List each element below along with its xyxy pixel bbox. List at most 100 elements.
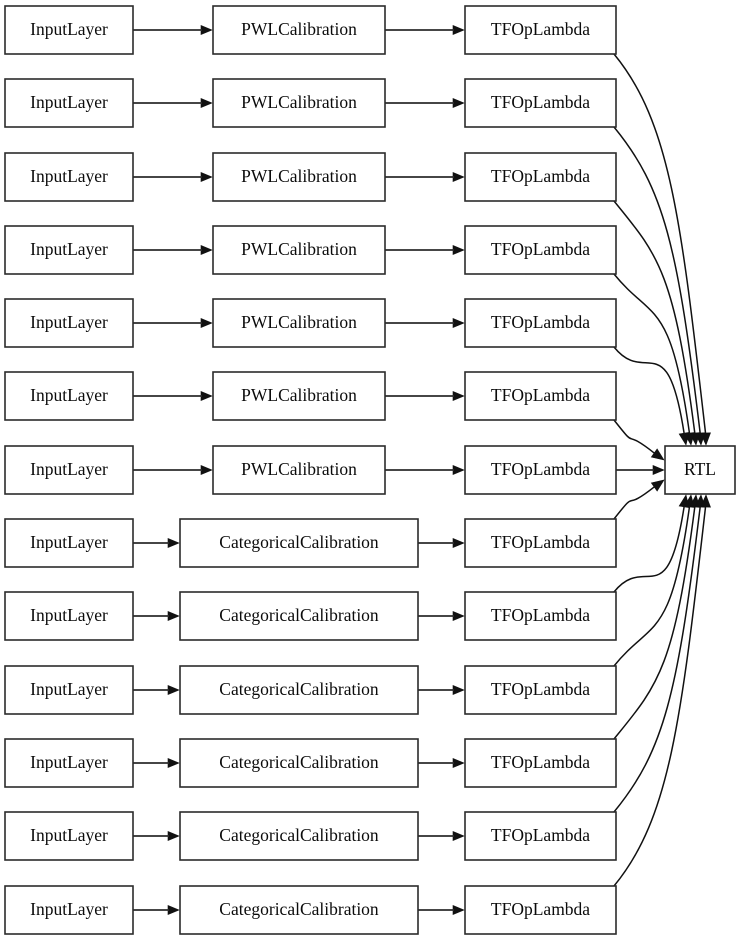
node-tfoplambda-3[interactable]: TFOpLambda [464, 225, 617, 275]
node-tfoplambda-5[interactable]: TFOpLambda [464, 371, 617, 421]
edge-lambda-to-rtl-8-shaft [613, 506, 685, 593]
node-calibration-0[interactable]: PWLCalibration [212, 5, 386, 55]
edge-calibration-to-lambda-1-arrowhead [452, 98, 465, 108]
node-input-layer-8-label: InputLayer [30, 605, 108, 625]
edge-input-to-calibration-3-arrowhead [200, 245, 213, 255]
node-tfoplambda-12[interactable]: TFOpLambda [464, 885, 617, 935]
node-calibration-10[interactable]: CategoricalCalibration [179, 738, 419, 788]
edge-calibration-to-lambda-0-arrowhead [452, 25, 465, 35]
node-input-layer-8[interactable]: InputLayer [4, 591, 134, 641]
node-input-layer-9-label: InputLayer [30, 679, 108, 699]
node-calibration-1-label: PWLCalibration [241, 92, 357, 112]
edge-input-to-calibration-1-arrowhead [200, 98, 213, 108]
edge-input-to-calibration-4-arrowhead [200, 318, 213, 328]
node-input-layer-5[interactable]: InputLayer [4, 371, 134, 421]
node-calibration-3[interactable]: PWLCalibration [212, 225, 386, 275]
node-tfoplambda-2[interactable]: TFOpLambda [464, 152, 617, 202]
node-calibration-0-label: PWLCalibration [241, 19, 357, 39]
edge-lambda-to-rtl-4-arrowhead [678, 431, 690, 446]
edge-calibration-to-lambda-12-arrowhead [452, 905, 465, 915]
node-calibration-11[interactable]: CategoricalCalibration [179, 811, 419, 861]
node-calibration-1[interactable]: PWLCalibration [212, 78, 386, 128]
node-tfoplambda-9[interactable]: TFOpLambda [464, 665, 617, 715]
node-input-layer-9[interactable]: InputLayer [4, 665, 134, 715]
edge-lambda-to-rtl-11 [613, 494, 706, 813]
node-tfoplambda-9-label: TFOpLambda [491, 679, 590, 699]
node-input-layer-3-label: InputLayer [30, 239, 108, 259]
edge-input-to-calibration-9-arrowhead [167, 685, 180, 695]
node-tfoplambda-0[interactable]: TFOpLambda [464, 5, 617, 55]
edge-calibration-to-lambda-3-arrowhead [452, 245, 465, 255]
node-tfoplambda-1-label: TFOpLambda [491, 92, 590, 112]
node-tfoplambda-11[interactable]: TFOpLambda [464, 811, 617, 861]
node-input-layer-11[interactable]: InputLayer [4, 811, 134, 861]
node-calibration-6[interactable]: PWLCalibration [212, 445, 386, 495]
node-rtl-output[interactable]: RTL [664, 445, 736, 495]
node-tfoplambda-8-box [464, 591, 617, 641]
node-input-layer-1[interactable]: InputLayer [4, 78, 134, 128]
node-calibration-11-box [179, 811, 419, 861]
node-calibration-5-label: PWLCalibration [241, 385, 357, 405]
node-calibration-7-box [179, 518, 419, 568]
edge-lambda-to-rtl-5-shaft [613, 419, 655, 454]
edge-input-to-calibration-2-arrowhead [200, 172, 213, 182]
node-input-layer-0[interactable]: InputLayer [4, 5, 134, 55]
node-calibration-5-box [212, 371, 386, 421]
node-input-layer-4[interactable]: InputLayer [4, 298, 134, 348]
node-input-layer-3[interactable]: InputLayer [4, 225, 134, 275]
node-input-layer-10[interactable]: InputLayer [4, 738, 134, 788]
node-calibration-4-label: PWLCalibration [241, 312, 357, 332]
edge-lambda-to-rtl-5-arrowhead [650, 448, 665, 461]
node-calibration-6-label: PWLCalibration [241, 459, 357, 479]
node-input-layer-6-box [4, 445, 134, 495]
node-calibration-7-label: CategoricalCalibration [219, 532, 379, 552]
node-input-layer-12[interactable]: InputLayer [4, 885, 134, 935]
node-calibration-12[interactable]: CategoricalCalibration [179, 885, 419, 935]
edge-lambda-to-rtl-12 [613, 494, 711, 887]
node-tfoplambda-9-box [464, 665, 617, 715]
node-tfoplambda-6[interactable]: TFOpLambda [464, 445, 617, 495]
node-input-layer-12-box [4, 885, 134, 935]
edge-calibration-to-lambda-5-arrowhead [452, 391, 465, 401]
edge-input-to-calibration-0-arrowhead [200, 25, 213, 35]
edge-input-to-calibration-11-arrowhead [167, 831, 180, 841]
node-input-layer-2-label: InputLayer [30, 166, 108, 186]
node-input-layer-8-box [4, 591, 134, 641]
node-calibration-2[interactable]: PWLCalibration [212, 152, 386, 202]
node-tfoplambda-12-label: TFOpLambda [491, 899, 590, 919]
node-input-layer-4-box [4, 298, 134, 348]
node-tfoplambda-3-box [464, 225, 617, 275]
node-tfoplambda-10[interactable]: TFOpLambda [464, 738, 617, 788]
node-tfoplambda-1[interactable]: TFOpLambda [464, 78, 617, 128]
edge-calibration-to-lambda-8-arrowhead [452, 611, 465, 621]
node-calibration-4[interactable]: PWLCalibration [212, 298, 386, 348]
node-input-layer-4-label: InputLayer [30, 312, 108, 332]
edge-lambda-to-rtl-0-shaft [613, 53, 707, 434]
node-input-layer-2[interactable]: InputLayer [4, 152, 134, 202]
node-tfoplambda-6-label: TFOpLambda [491, 459, 590, 479]
edge-calibration-to-lambda-10-arrowhead [452, 758, 465, 768]
edge-input-to-calibration-6-arrowhead [200, 465, 213, 475]
node-calibration-5[interactable]: PWLCalibration [212, 371, 386, 421]
node-calibration-10-box [179, 738, 419, 788]
node-calibration-9-box [179, 665, 419, 715]
node-input-layer-7[interactable]: InputLayer [4, 518, 134, 568]
node-calibration-8[interactable]: CategoricalCalibration [179, 591, 419, 641]
node-tfoplambda-7[interactable]: TFOpLambda [464, 518, 617, 568]
node-input-layer-6-label: InputLayer [30, 459, 108, 479]
edge-lambda-to-rtl-10 [613, 494, 701, 740]
node-input-layer-6[interactable]: InputLayer [4, 445, 134, 495]
node-input-layer-9-box [4, 665, 134, 715]
node-input-layer-0-box [4, 5, 134, 55]
node-tfoplambda-8[interactable]: TFOpLambda [464, 591, 617, 641]
edge-lambda-to-rtl-0 [613, 53, 711, 446]
edge-calibration-to-lambda-9-arrowhead [452, 685, 465, 695]
edge-calibration-to-lambda-6-arrowhead [452, 465, 465, 475]
node-calibration-7[interactable]: CategoricalCalibration [179, 518, 419, 568]
node-tfoplambda-1-box [464, 78, 617, 128]
node-tfoplambda-4-label: TFOpLambda [491, 312, 590, 332]
node-tfoplambda-4[interactable]: TFOpLambda [464, 298, 617, 348]
node-tfoplambda-5-box [464, 371, 617, 421]
node-tfoplambda-11-box [464, 811, 617, 861]
node-calibration-9[interactable]: CategoricalCalibration [179, 665, 419, 715]
